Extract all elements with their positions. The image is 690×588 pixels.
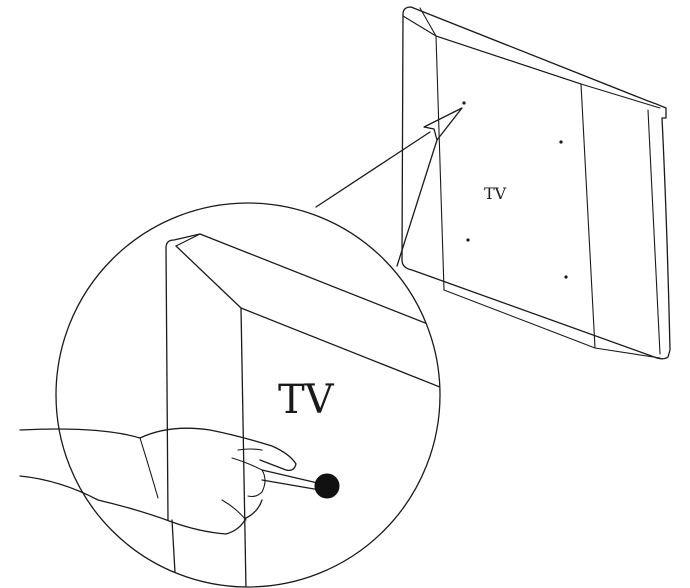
screwdriver-icon	[261, 469, 340, 499]
tv-label-small: TV	[484, 184, 507, 203]
hand-holding-tool	[19, 427, 297, 535]
mounting-holes	[462, 101, 568, 279]
magnifier-circle	[55, 202, 441, 588]
mounting-hole-bottom-right	[564, 275, 568, 279]
callout-arrow	[315, 107, 463, 267]
tv-label-large: TV	[278, 377, 335, 423]
mounting-hole-top-left	[462, 101, 466, 105]
mounting-hole-bottom-left	[466, 238, 470, 242]
mounting-hole-top-right	[559, 140, 563, 144]
magnified-view: TV	[19, 202, 441, 588]
tv-rear-panel	[401, 6, 671, 360]
